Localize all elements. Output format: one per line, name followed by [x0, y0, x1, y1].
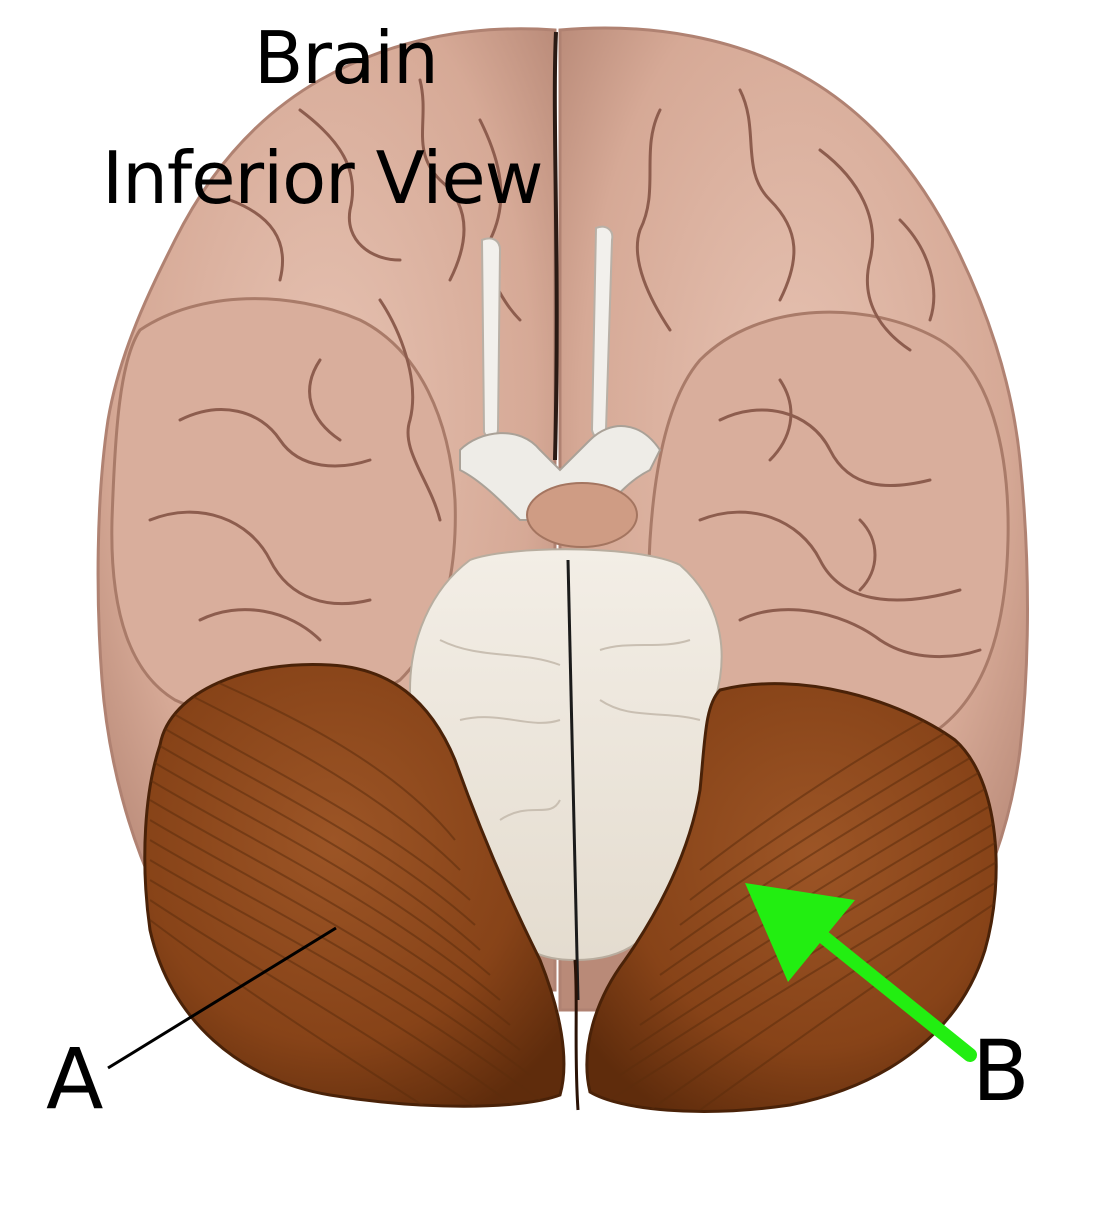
pituitary-gland	[526, 482, 638, 548]
label-b-pointer-arrow	[745, 883, 977, 1062]
olfactory-tract-left	[480, 237, 502, 440]
cerebellum-folia-right	[609, 683, 997, 1111]
label-b: B	[972, 1022, 1030, 1120]
cerebellum-left-hemisphere	[143, 662, 566, 1108]
cerebellum-folia-left	[149, 669, 541, 1107]
temporal-lobe-left	[110, 297, 457, 719]
label-a-leader-line	[107, 926, 337, 1070]
label-a: A	[46, 1030, 104, 1128]
longitudinal-fissure	[552, 31, 559, 461]
temporal-lobe-right	[647, 310, 1010, 758]
brainstem-texture	[439, 639, 701, 821]
figure-title-line-1: Brain	[254, 16, 439, 100]
cerebral-sulci	[148, 78, 982, 658]
vermis-fissure	[573, 959, 580, 1111]
brainstem-midline	[566, 559, 580, 1001]
figure-title-line-2: Inferior View	[102, 136, 544, 220]
